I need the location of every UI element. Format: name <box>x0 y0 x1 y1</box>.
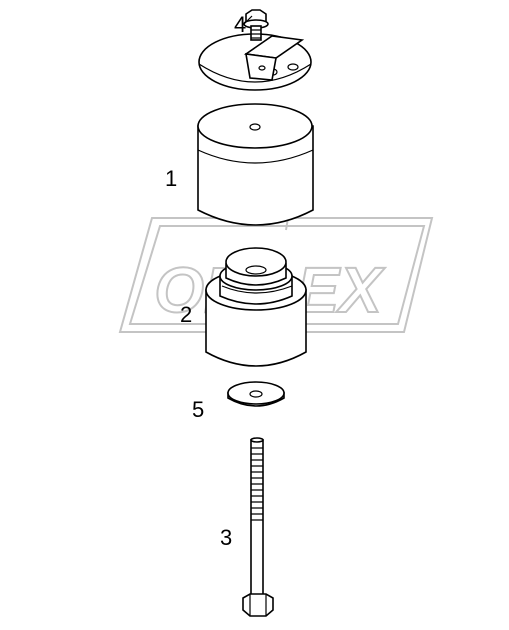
callout-1: 1 <box>165 166 177 191</box>
callout-2: 2 <box>180 302 192 327</box>
top-bracket-plate <box>198 33 312 91</box>
callout-4-leader <box>243 15 253 25</box>
callout-3: 3 <box>220 525 232 550</box>
upper-mount-cylinder <box>197 103 314 226</box>
washer <box>227 381 285 407</box>
lower-rubber-mount <box>205 247 307 367</box>
callout-4: 4 <box>234 12 246 37</box>
top-bolt <box>243 9 269 41</box>
callout-5: 5 <box>192 397 204 422</box>
long-bolt <box>242 437 274 617</box>
